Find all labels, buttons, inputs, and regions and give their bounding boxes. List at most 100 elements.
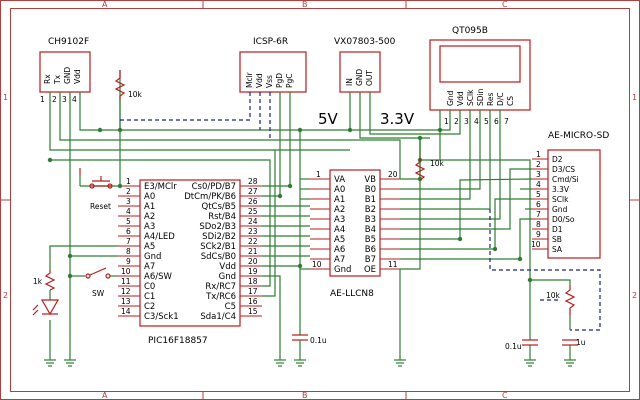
pic-num-11: 11 (121, 277, 131, 286)
resistor-10k-3v3-value: 10k (430, 159, 445, 168)
zone-row-2-left: 2 (3, 291, 8, 300)
pic-num-12: 12 (121, 287, 131, 296)
pic-num-24: 24 (248, 217, 258, 226)
dashed-wires (120, 92, 601, 331)
pic-pin-c1: C1 (144, 292, 155, 302)
icsp-pin-mclr: Mclr (245, 71, 254, 88)
ch9102f-name: CH9102F (48, 37, 89, 47)
pic-pin-a7: A7 (144, 262, 155, 272)
capacitor-1u-sd: 1u (562, 338, 586, 347)
zone-col-a-top: A (102, 0, 108, 9)
capacitor-01u-5v: 0.1u (292, 334, 327, 360)
resistor-10k-sd-value: 10k (546, 291, 561, 300)
pic-num-8: 8 (126, 247, 131, 256)
zone-col-b-top: B (302, 0, 308, 9)
lcd-num-7: 7 (504, 117, 509, 126)
pic-name: PIC16F18857 (148, 336, 208, 346)
pic-pin-rst-b4: Rst/B4 (208, 212, 236, 222)
sd-num-9: 9 (536, 230, 541, 239)
ground-ch9102f (64, 359, 76, 367)
vreg-name: VX07803-500 (334, 37, 396, 47)
llc-pin-a4: A4 (334, 225, 345, 235)
pic-num-15: 15 (248, 307, 258, 316)
pic-pin-e3-mclr: E3/MClr (144, 182, 177, 192)
pic-pin-c3-sck1: C3/Sck1 (144, 312, 179, 322)
zone-col-a-bottom: A (102, 391, 108, 400)
ch9102f-num-3: 3 (62, 95, 67, 104)
ground-cap-sd (564, 359, 576, 367)
pic-num-18: 18 (248, 277, 258, 286)
resistor-10k-sd: 10k (546, 285, 576, 315)
sd-num-2: 2 (536, 160, 541, 169)
ground-pic (274, 359, 286, 367)
pic-pin-a6-sw: A6/SW (144, 272, 172, 282)
vreg-pin-out: OUT (365, 70, 374, 86)
sd-pin-gnd: Gnd (552, 205, 568, 214)
rail-label-3v3: 3.3V (380, 110, 415, 128)
ch9102f-module: CH9102F Rx Tx GND Vdd 1 2 3 4 (39, 37, 91, 104)
pic-pin-gnd-right: Gnd (219, 272, 236, 282)
pic-pin-a5: A5 (144, 242, 155, 252)
sd-pin-lines (532, 158, 548, 250)
pic-pin-tx-rc6: Tx/RC6 (205, 292, 236, 302)
pic-pin-gnd-left: Gnd (144, 252, 161, 262)
vreg-pin-in: IN (345, 78, 354, 86)
sd-num-3: 3 (536, 170, 541, 179)
llc-num-vb: 20 (388, 170, 398, 179)
llc-pin-b3: B3 (365, 215, 376, 225)
llc-name: AE-LLCN8 (330, 289, 374, 299)
lcd-num-6: 6 (494, 117, 499, 126)
icsp-name: ICSP-6R (253, 37, 288, 47)
pic-pin-a1: A1 (144, 202, 155, 212)
pic-pin-c2: C2 (144, 302, 155, 312)
resistor-1k-led: 1k (33, 270, 56, 291)
capacitor-1u-sd-value: 1u (576, 338, 586, 347)
lcd-pin-dc: D/C (496, 92, 505, 106)
pic-num-14: 14 (121, 307, 131, 316)
sd-pin-d0so: D0/So (552, 215, 575, 224)
zone-col-c-top: C (502, 0, 508, 9)
level-converter: AE-LLCN8 VA A0 A1 A2 A3 A4 (310, 169, 400, 299)
pic-num-26: 26 (248, 197, 258, 206)
wires (49, 70, 571, 360)
pic-pin-rx-rc7: Rx/RC7 (205, 282, 236, 292)
sd-pin-d3cs: D3/CS (552, 165, 575, 174)
lcd-num-4: 4 (474, 117, 479, 126)
vreg-pin-gnd: GND (355, 69, 364, 86)
pic-num-5: 5 (126, 217, 131, 226)
pic-pin-qtcs-b5: QtCs/B5 (202, 202, 237, 212)
llc-pin-b4: B4 (365, 225, 376, 235)
pic-num-6: 6 (126, 227, 131, 236)
zone-col-b-bottom: B (302, 391, 308, 400)
resistor-1k-value: 1k (33, 277, 43, 286)
pic-pin-c5: C5 (225, 302, 236, 312)
lcd-num-1: 1 (444, 117, 449, 126)
pic-num-10: 10 (121, 267, 131, 276)
pic-right-pin-lines (240, 185, 262, 317)
sd-pin-sa: SA (552, 245, 563, 254)
pic-pin-sdo2-b3: SDo2/B3 (199, 222, 236, 232)
icsp-pin-pgc: PgC (285, 73, 294, 88)
zone-row-1-right: 1 (632, 93, 637, 102)
pic-num-9: 9 (126, 257, 131, 266)
icsp-header: ICSP-6R Mclr Vdd Vss PgD PgC (239, 37, 307, 93)
llc-pin-a0: A0 (334, 185, 345, 195)
lcd-pin-vdd: Vdd (456, 91, 465, 106)
sd-pin-cmdsi: Cmd/Si (552, 175, 579, 184)
llc-pin-a1: A1 (334, 195, 345, 205)
sw-switch-label: SW (92, 289, 105, 298)
llc-pin-b5: B5 (365, 235, 376, 245)
llc-num-gnd: 10 (312, 260, 322, 269)
llc-num-oe: 11 (388, 260, 398, 269)
lcd-pin-cs: CS (506, 96, 515, 106)
sw-switch: SW (85, 267, 111, 298)
pic-num-22: 22 (248, 237, 258, 246)
sd-num-1: 1 (536, 150, 541, 159)
ground-llc-oe (394, 269, 406, 367)
pic-num-17: 17 (248, 287, 258, 296)
ch9102f-pin-gnd: GND (63, 67, 72, 84)
ch9102f-num-1: 1 (40, 95, 45, 104)
lcd-pin-sclk: SClk (466, 89, 475, 106)
pic-pin-a3: A3 (144, 222, 155, 232)
